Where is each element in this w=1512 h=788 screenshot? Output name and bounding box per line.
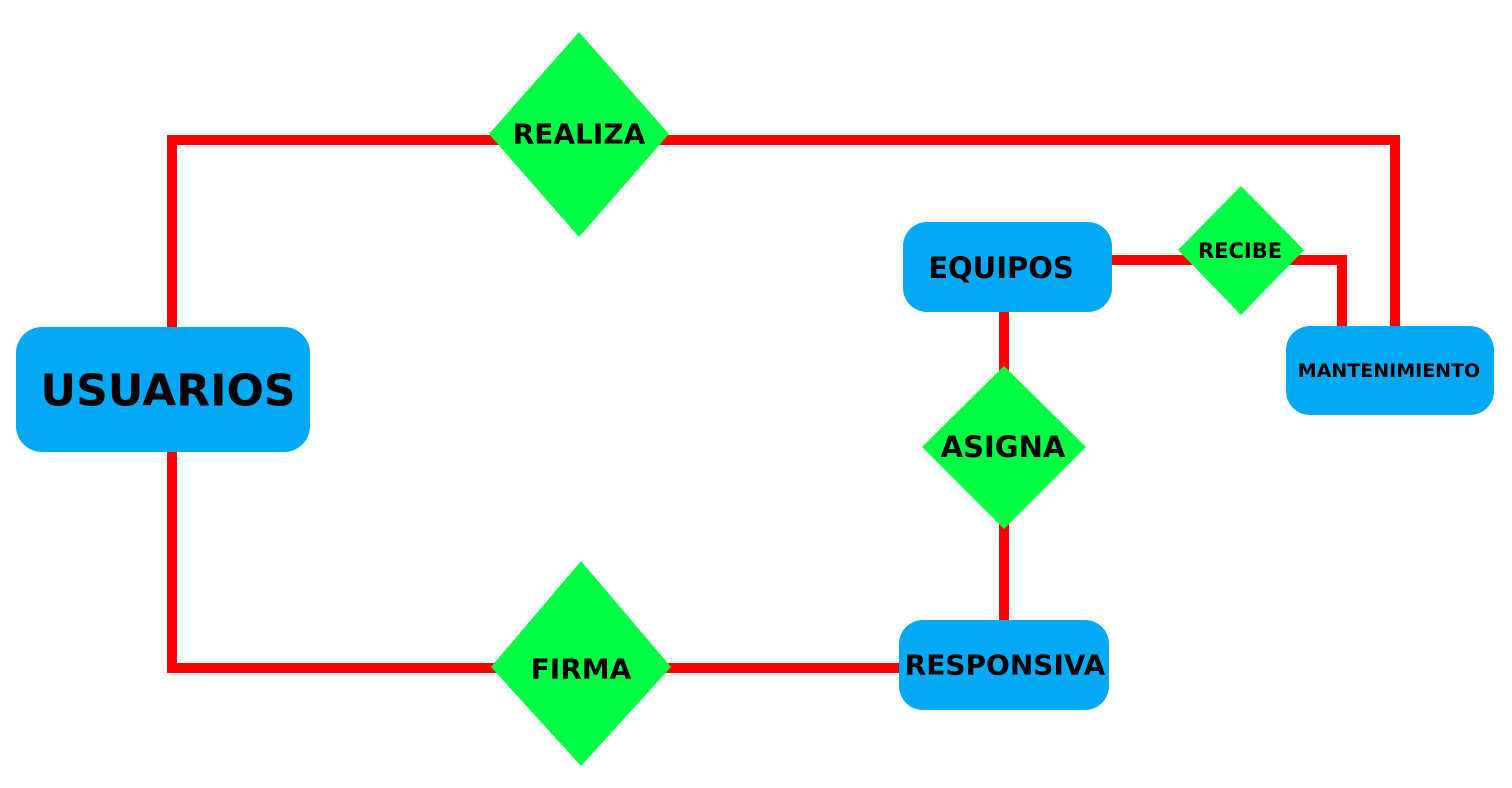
relation-asigna-label: ASIGNA: [941, 430, 1066, 464]
relation-realiza-diamond: [489, 32, 669, 237]
relation-asigna[interactable]: ASIGNA: [922, 366, 1086, 529]
relation-recibe[interactable]: RECIBE: [1178, 186, 1304, 315]
entity-responsiva[interactable]: RESPONSIVA: [899, 620, 1109, 710]
entity-responsiva-box: [899, 620, 1109, 710]
relation-recibe-diamond: [1178, 186, 1304, 315]
entity-usuarios[interactable]: USUARIOS: [16, 327, 310, 452]
relation-asigna-diamond: [922, 366, 1086, 529]
entity-mantenimiento[interactable]: MANTENIMIENTO: [1286, 326, 1494, 415]
entity-mantenimiento-box: [1286, 326, 1494, 415]
entity-equipos[interactable]: EQUIPOS: [903, 222, 1112, 312]
relation-realiza[interactable]: REALIZA: [489, 32, 669, 237]
entity-usuarios-box: [16, 327, 310, 452]
connector-usuarios-realiza-mantenimiento: [167, 135, 1400, 335]
entity-usuarios-label: USUARIOS: [40, 366, 295, 417]
relation-firma-diamond: [491, 561, 671, 766]
entity-mantenimiento-label: MANTENIMIENTO: [1298, 360, 1480, 382]
relation-firma[interactable]: FIRMA: [491, 561, 671, 766]
relation-recibe-label: RECIBE: [1198, 239, 1282, 263]
entity-responsiva-label: RESPONSIVA: [905, 649, 1106, 682]
relation-firma-label: FIRMA: [531, 653, 632, 686]
relation-realiza-label: REALIZA: [513, 118, 646, 151]
connector-equipos-recibe-mantenimiento: [1105, 255, 1347, 335]
entity-equipos-label: EQUIPOS: [928, 251, 1074, 285]
entity-equipos-box: [903, 222, 1112, 312]
